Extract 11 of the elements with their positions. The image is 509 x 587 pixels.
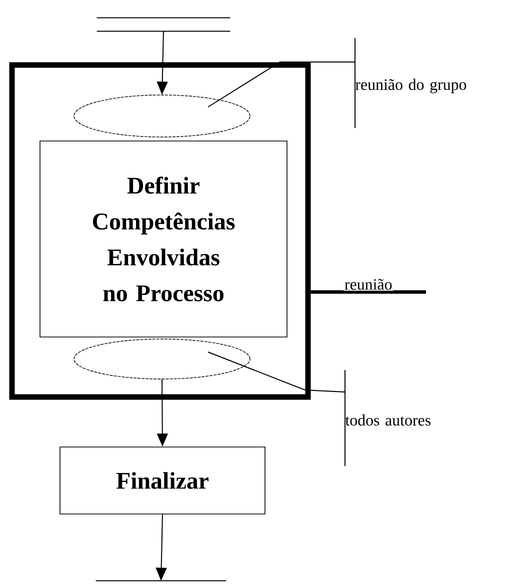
edge-label: reunião	[343, 278, 394, 291]
annotation-text: todos autores	[345, 414, 430, 426]
leader-line	[208, 62, 356, 108]
outer-frame-box	[9, 62, 311, 400]
leader-line	[310, 290, 426, 294]
annotation-text: reunião do grupo	[356, 78, 466, 94]
dashed-ellipse	[74, 338, 250, 380]
dashed-ellipse	[74, 94, 250, 138]
process-box: Finalizar	[60, 446, 266, 514]
process-box: Definir Competências Envolvidas no Processo	[40, 140, 288, 338]
flow-bar	[96, 17, 231, 32]
